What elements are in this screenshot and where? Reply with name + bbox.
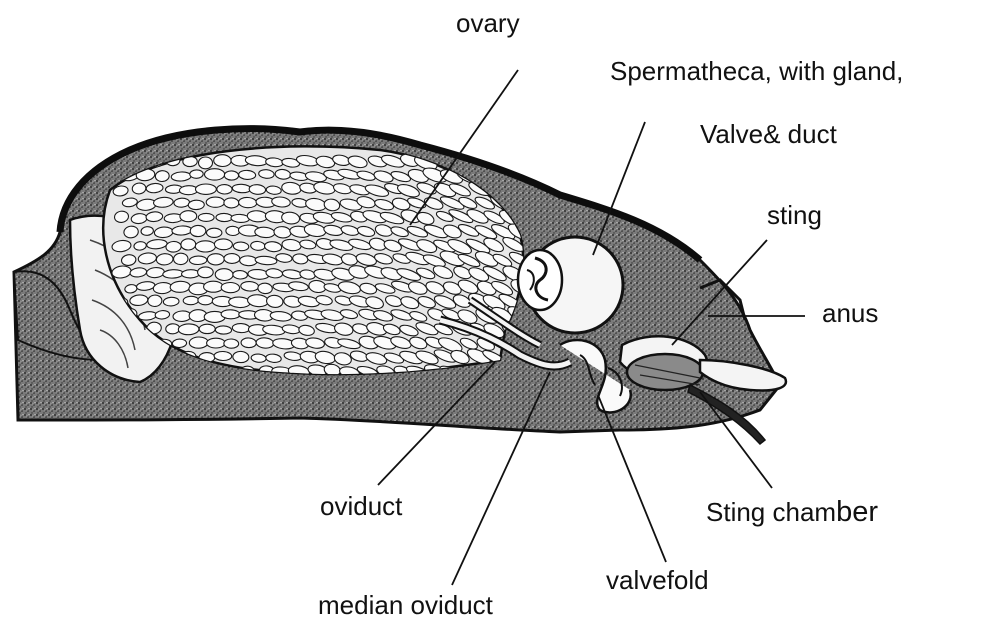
egg-cell xyxy=(207,254,224,265)
egg-cell xyxy=(221,282,240,293)
egg-cell xyxy=(178,324,199,335)
egg-cell xyxy=(205,169,225,180)
egg-cell xyxy=(226,226,240,236)
egg-cell xyxy=(198,296,213,305)
egg-cell xyxy=(215,268,233,280)
egg-cell xyxy=(199,157,213,169)
egg-cell xyxy=(214,239,232,250)
egg-cell xyxy=(241,338,257,348)
egg-cell xyxy=(224,339,239,349)
label-valvefold: valvefold xyxy=(606,567,709,593)
egg-cell xyxy=(241,281,259,291)
label-anus: anus xyxy=(822,300,878,326)
egg-cell xyxy=(181,239,196,251)
egg-cell xyxy=(238,197,257,208)
label-spermatheca-line2: Valve& duct xyxy=(700,121,837,147)
egg-cell xyxy=(198,213,214,221)
egg-cell xyxy=(224,198,239,208)
egg-cell xyxy=(214,351,232,360)
egg-cell xyxy=(217,184,232,194)
egg-cell xyxy=(190,170,204,179)
egg-cell xyxy=(172,339,187,348)
label-sting-chamber-a: Sting cham xyxy=(706,497,836,527)
egg-cell xyxy=(238,170,255,180)
egg-cell xyxy=(147,295,162,308)
egg-cell xyxy=(180,210,197,221)
egg-cell xyxy=(233,242,249,251)
egg-cell xyxy=(165,323,180,334)
egg-cell xyxy=(215,326,231,335)
egg-cell xyxy=(224,253,240,263)
egg-cell xyxy=(190,225,206,237)
egg-cell xyxy=(189,337,208,349)
egg-cell xyxy=(214,154,232,166)
egg-cell xyxy=(232,323,250,333)
egg-cell xyxy=(195,241,215,252)
egg-cell xyxy=(224,171,238,181)
egg-cell xyxy=(199,324,215,333)
egg-cell xyxy=(206,197,224,207)
egg-cell xyxy=(204,281,223,292)
egg-cell xyxy=(196,184,217,194)
label-spermatheca-line1: Spermatheca, with gland, xyxy=(610,58,903,84)
egg-cell xyxy=(174,198,190,208)
egg-cell xyxy=(188,200,204,210)
egg-cell xyxy=(233,270,248,279)
egg-cell xyxy=(233,351,250,363)
egg-cell xyxy=(207,338,226,348)
label-sting-chamber: Sting chamber xyxy=(706,498,878,527)
label-oviduct: oviduct xyxy=(320,493,402,519)
egg-cell xyxy=(198,267,214,278)
egg-cell xyxy=(181,269,199,278)
label-sting: sting xyxy=(767,202,822,228)
egg-cell xyxy=(166,241,182,252)
label-median-oviduct: median oviduct xyxy=(318,592,493,618)
egg-cell xyxy=(163,297,179,306)
label-sting-chamber-b: ber xyxy=(836,496,878,528)
egg-cell xyxy=(221,310,240,320)
egg-cell xyxy=(239,255,257,266)
egg-cell xyxy=(189,256,207,265)
egg-cell xyxy=(207,228,222,237)
egg-cell xyxy=(173,253,188,265)
egg-cell xyxy=(216,213,233,222)
label-ovary: ovary xyxy=(456,10,520,36)
egg-cell xyxy=(183,296,199,305)
